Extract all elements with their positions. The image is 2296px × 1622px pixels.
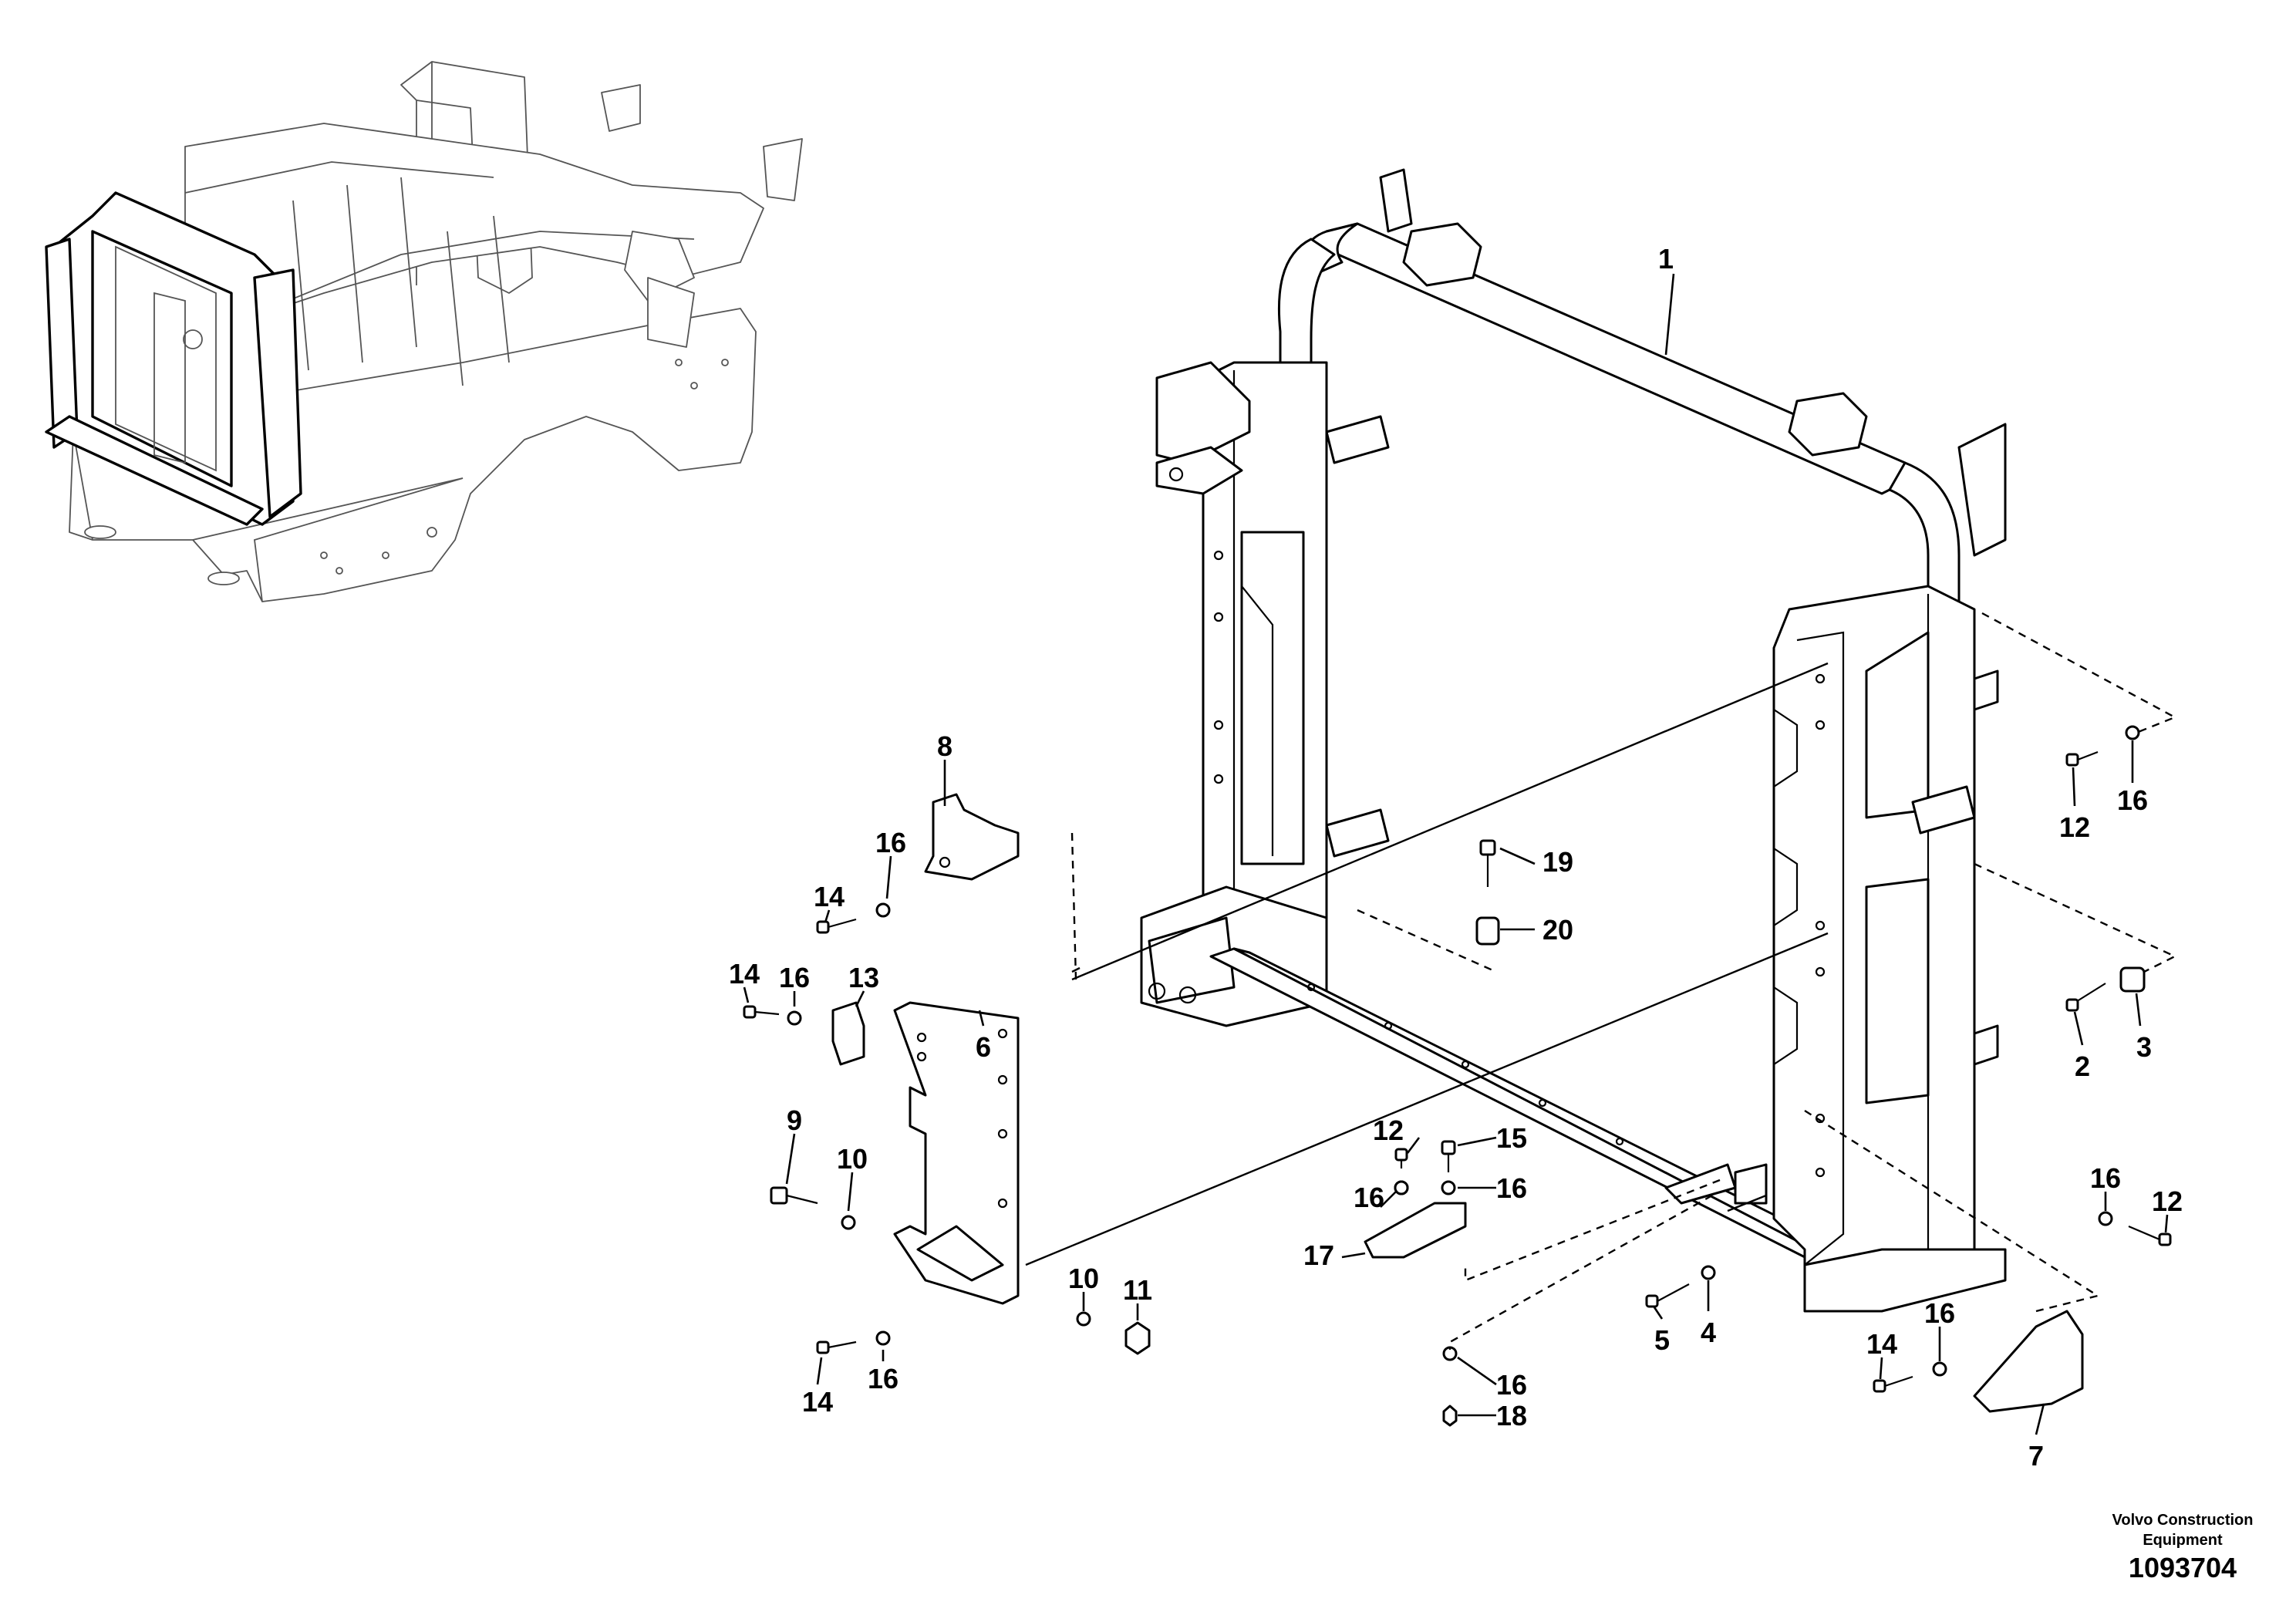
callout-16g: 16: [1496, 1369, 1527, 1401]
callout-14a: 14: [814, 881, 845, 912]
callout-18: 18: [1496, 1400, 1527, 1431]
drawing-reference-number: 1093704: [2128, 1552, 2237, 1583]
brand-name-line1: Volvo Construction: [2112, 1512, 2254, 1529]
callout-15: 15: [1496, 1122, 1527, 1154]
callout-14c: 14: [802, 1386, 833, 1418]
callout-7: 7: [2028, 1440, 2044, 1472]
callout-11: 11: [1123, 1274, 1152, 1306]
bracket-part-8: [924, 793, 1020, 881]
callout-16c: 16: [868, 1363, 899, 1394]
brand-name-line2: Equipment: [2143, 1532, 2223, 1549]
callout-labels: 1 2 3 4 5 6 7 8 9 10 10 11 12 12 12 13 1…: [729, 243, 2183, 1472]
overview-machine-illustration: [45, 61, 803, 602]
callout-4: 4: [1701, 1317, 1716, 1348]
fastener-group: [743, 725, 2172, 1427]
callout-9: 9: [787, 1104, 802, 1136]
callout-5: 5: [1654, 1324, 1670, 1356]
callout-20: 20: [1542, 914, 1573, 946]
callout-10a: 10: [837, 1143, 868, 1175]
callout-19: 19: [1542, 846, 1573, 878]
bracket-part-6: [893, 1001, 1020, 1305]
bracket-part-17: [1364, 1202, 1467, 1259]
callout-16i: 16: [2090, 1162, 2121, 1194]
callout-17: 17: [1303, 1239, 1334, 1271]
callout-6: 6: [976, 1031, 991, 1063]
callout-10b: 10: [1068, 1263, 1099, 1294]
callout-16d: 16: [2117, 784, 2148, 816]
callout-16e: 16: [1354, 1182, 1384, 1213]
callout-8: 8: [937, 730, 952, 762]
callout-3: 3: [2136, 1031, 2152, 1063]
callout-16f: 16: [1496, 1172, 1527, 1204]
callout-14b: 14: [729, 958, 760, 990]
callout-12b: 12: [1373, 1114, 1404, 1146]
callout-leaders: [743, 273, 2169, 1435]
assembly-lines: [1025, 612, 2177, 1350]
callout-12a: 12: [2059, 811, 2090, 843]
callout-12c: 12: [2152, 1185, 2183, 1217]
callout-2: 2: [2075, 1050, 2090, 1082]
callout-16h: 16: [1924, 1297, 1955, 1329]
callout-1: 1: [1658, 243, 1674, 275]
frame-assembly: [1140, 168, 2007, 1313]
callout-14d: 14: [1866, 1328, 1897, 1360]
callout-13: 13: [848, 962, 879, 993]
bracket-part-13: [831, 1001, 865, 1066]
callout-16b: 16: [779, 962, 810, 993]
callout-16a: 16: [875, 827, 906, 858]
bracket-part-7: [1973, 1310, 2084, 1413]
